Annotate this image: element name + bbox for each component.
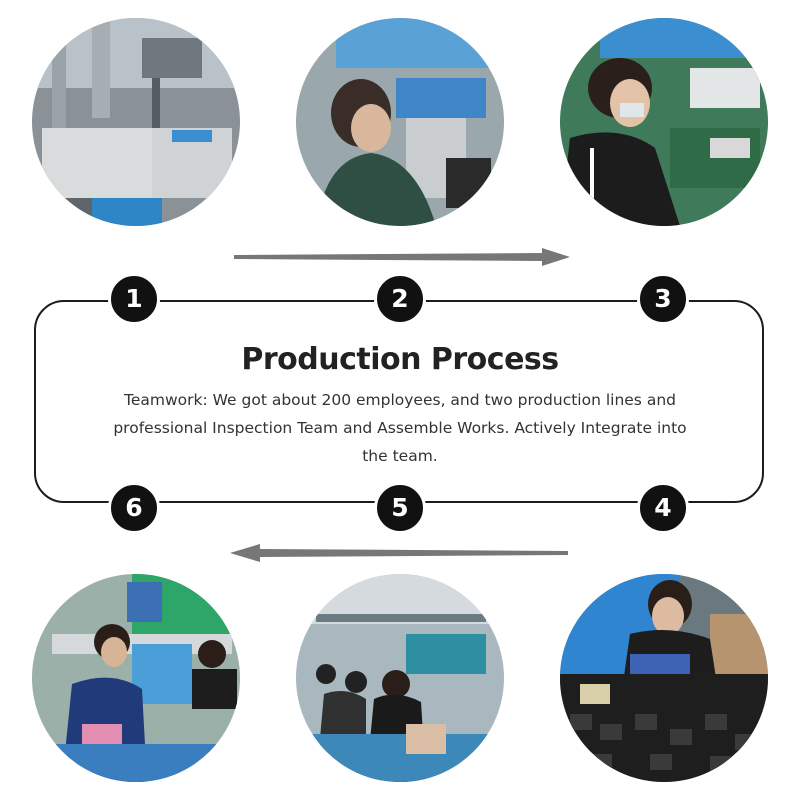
- step-badge-6: 6: [108, 482, 160, 534]
- step-badge-4: 4: [637, 482, 689, 534]
- step-badge-5: 5: [374, 482, 426, 534]
- arrow-left-icon: [230, 544, 568, 562]
- step-badge-2: 2: [374, 273, 426, 325]
- step-badge-1: 1: [108, 273, 160, 325]
- arrow-right-icon: [234, 248, 570, 266]
- injection-molding-machine-photo: [32, 18, 240, 226]
- worker-at-press-machine-photo: [296, 18, 504, 226]
- workers-at-workstations-photo: [32, 574, 240, 782]
- assembly-line-workers-photo: [296, 574, 504, 782]
- worker-assembling-circuit-photo: [560, 18, 768, 226]
- description-text: Teamwork: We got about 200 employees, an…: [113, 391, 687, 465]
- step-badge-3: 3: [637, 273, 689, 325]
- page-title: Production Process: [241, 342, 559, 377]
- worker-packing-chargers-photo: [560, 574, 768, 782]
